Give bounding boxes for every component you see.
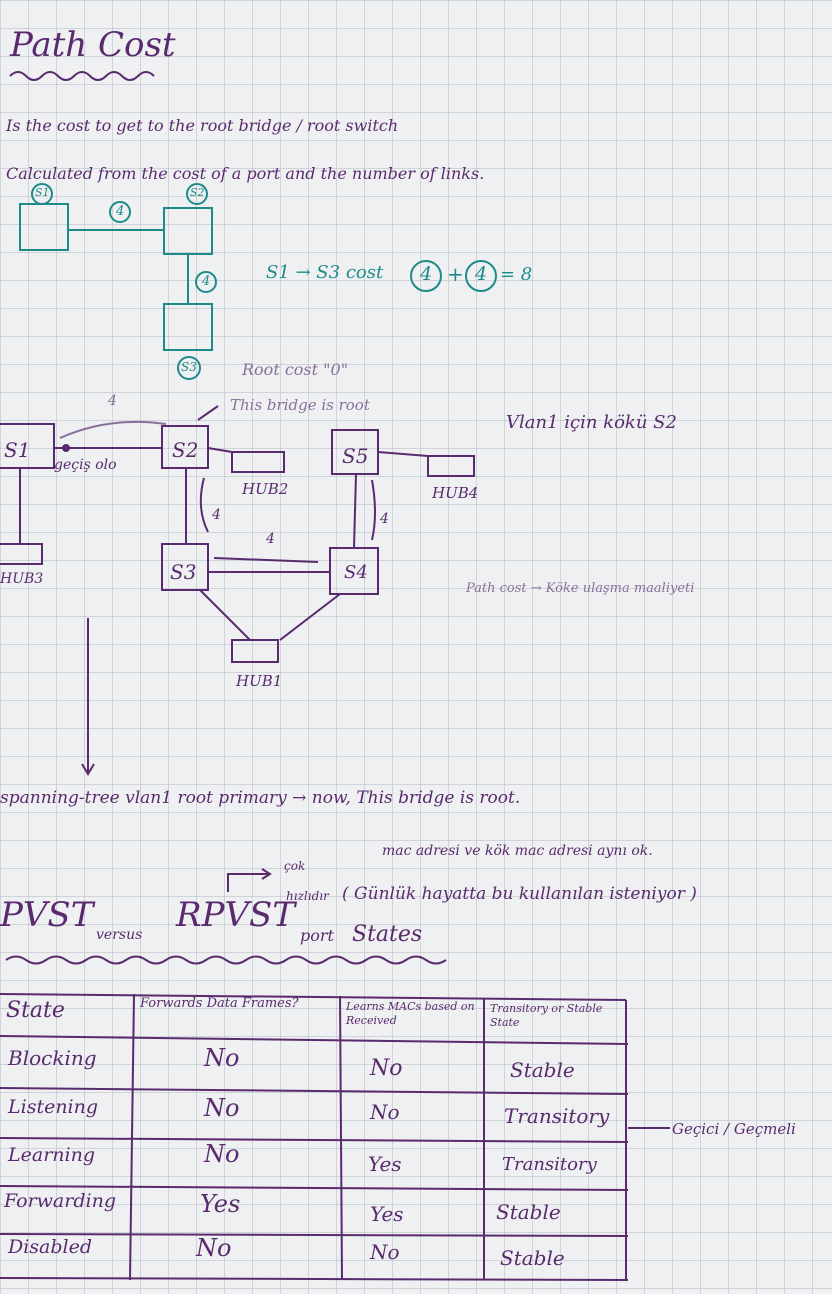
cok-arrow-head [261, 868, 272, 880]
hub2-box [231, 451, 285, 473]
label-s3: S3 [181, 360, 197, 374]
table-row-learning-stable: Transitory [502, 1154, 597, 1175]
intro-line-2: Calculated from the cost of a port and t… [6, 164, 485, 183]
topo-s2: S2 [172, 438, 199, 462]
gecis-note: geçiş olo [54, 457, 117, 473]
root-cost-note: Root cost "0" [242, 360, 349, 379]
term-b-circle [465, 260, 497, 292]
states-heading-pvst: PVST [0, 895, 94, 935]
cok-note: çok [284, 859, 306, 873]
formula-plus: + [447, 262, 464, 286]
label-cost-s1s2: 4 [116, 204, 125, 219]
arrow-s4-to-s3 [213, 557, 319, 563]
arrow-s1-to-s2 [59, 420, 167, 439]
table-row-learning-state: Learning [8, 1144, 95, 1166]
cost-s2s3-circle [195, 271, 217, 293]
table-row-listening-stable: Transitory [504, 1104, 610, 1128]
hizlidir-note: hızlıdır [286, 889, 329, 903]
table-row-forwarding-stable: Stable [496, 1200, 561, 1224]
s1-box-topo [0, 423, 55, 469]
hub1-box [231, 639, 279, 663]
table-row-listening-learns: No [370, 1100, 400, 1124]
cost-s1s2-circle [109, 201, 131, 223]
daily-use-note: ( Günlük hayatta bu kullanılan isteniyor… [342, 884, 697, 904]
cok-bracket [227, 873, 268, 892]
table-row-forwarding-state: Forwarding [4, 1190, 116, 1212]
table-row-blocking-learns: No [370, 1056, 403, 1081]
hub3-box [0, 543, 43, 565]
s1-box [19, 203, 69, 251]
topo-hub4: HUB4 [432, 484, 479, 502]
vlan-root-note: Vlan1 için kökü S2 [506, 412, 677, 433]
table-row-forwarding-forwards: Yes [200, 1190, 241, 1218]
formula-result: = 8 [500, 264, 533, 285]
s3-box [163, 303, 213, 351]
s5-s4-link [353, 473, 357, 549]
path-cost-note: Path cost → Köke ulaşma maaliyeti [466, 581, 695, 596]
arrow-s3-to-s2 [199, 477, 209, 533]
root-note: This bridge is root [230, 396, 370, 414]
s2-hub2-link [207, 447, 233, 453]
formula-prefix: S1 → S3 cost [266, 262, 384, 283]
col-header-state: State [6, 998, 65, 1023]
title-underline [9, 71, 155, 81]
table-row-disabled-stable: Stable [500, 1246, 565, 1270]
table-row-blocking-stable: Stable [510, 1058, 575, 1082]
heading-underline [5, 955, 447, 965]
label-s2: S2 [190, 186, 205, 199]
topo-s5: S5 [342, 444, 369, 468]
s4-hub1-link [279, 593, 341, 641]
formula-term-b: 4 [475, 263, 488, 285]
states-heading-states: States [352, 922, 423, 947]
topo-hub2: HUB2 [242, 480, 289, 498]
intro-line-1: Is the cost to get to the root bridge / … [6, 116, 399, 135]
topo-s3: S3 [170, 560, 197, 584]
topo-cost-s4s5: 4 [380, 511, 389, 527]
s3-hub1-link [199, 589, 251, 641]
states-heading-port: port [300, 926, 334, 945]
table-row-listening-forwards: No [204, 1094, 240, 1122]
table-row-forwarding-learns: Yes [370, 1202, 404, 1226]
s1-dot [62, 444, 70, 452]
table-row-listening-state: Listening [8, 1096, 99, 1118]
formula-term-a: 4 [420, 263, 433, 285]
table-row-disabled-learns: No [370, 1240, 400, 1264]
s2-label-circle [186, 183, 208, 205]
states-heading-rpvst: RPVST [176, 895, 295, 935]
topo-hub3: HUB3 [0, 571, 44, 587]
label-s1: S1 [35, 186, 50, 199]
arrow-s5-to-s4 [371, 479, 376, 541]
transitory-side-note: Geçici / Geçmeli [672, 1120, 796, 1138]
col-header-forwards: Forwards Data Frames? [140, 996, 299, 1011]
topo-s4: S4 [344, 562, 368, 583]
label-cost-s2s3: 4 [202, 274, 211, 289]
col-header-transitory: Transitory or Stable State [490, 1002, 603, 1030]
mac-note: mac adresi ve kök mac adresi aynı ok. [382, 843, 653, 859]
col-header-learns: Learns MACs based on Received [346, 1000, 475, 1028]
arrow-root-note [197, 405, 219, 421]
topo-cost-s4s3: 4 [266, 531, 275, 547]
table-row-disabled-forwards: No [196, 1234, 232, 1262]
s1-label-circle [31, 183, 53, 205]
term-a-circle [410, 260, 442, 292]
s2-box [163, 207, 213, 255]
table-row-blocking-state: Blocking [8, 1046, 97, 1070]
topo-cost-s3s2: 4 [212, 507, 221, 523]
table-row-blocking-forwards: No [204, 1044, 240, 1072]
s3-box-topo [161, 543, 209, 591]
table-row-learning-learns: Yes [368, 1152, 402, 1176]
spanning-tree-command: spanning-tree vlan1 root primary → now, … [0, 788, 521, 808]
s3-label-circle [177, 356, 201, 380]
table-row-disabled-state: Disabled [8, 1236, 93, 1258]
topo-s1: S1 [4, 438, 31, 462]
down-arrow-head [81, 763, 95, 776]
hub4-box [427, 455, 475, 477]
table-row-learning-forwards: No [204, 1140, 240, 1168]
page-title: Path Cost [10, 25, 176, 65]
topo-hub1: HUB1 [236, 672, 283, 690]
states-heading-versus: versus [96, 927, 143, 943]
s5-hub4-link [377, 451, 429, 457]
topo-cost-top: 4 [108, 393, 117, 409]
